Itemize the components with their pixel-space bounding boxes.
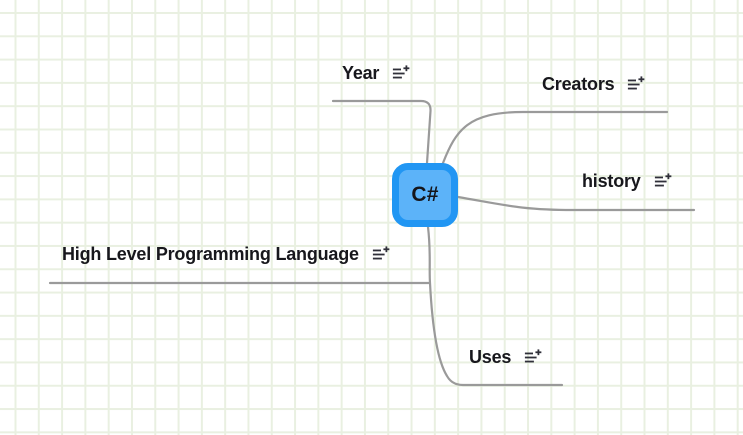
branch-label-high-level-programming-language[interactable]: High Level Programming Language bbox=[62, 244, 359, 264]
branch-creators: Creators bbox=[542, 74, 645, 95]
branch-history: history bbox=[582, 171, 672, 192]
branch-year: Year bbox=[342, 63, 410, 84]
branch-line-creators bbox=[441, 110, 669, 165]
branch-line-uses bbox=[426, 225, 564, 387]
branch-label-uses[interactable]: Uses bbox=[469, 347, 512, 367]
central-node-label: C# bbox=[411, 183, 439, 206]
add-detail-icon[interactable] bbox=[627, 76, 645, 93]
branch-uses: Uses bbox=[469, 347, 542, 368]
add-detail-icon[interactable] bbox=[654, 173, 672, 190]
branch-label-creators[interactable]: Creators bbox=[542, 74, 615, 94]
branch-high-level-programming-language: High Level Programming Language bbox=[62, 244, 390, 265]
branch-label-year[interactable]: Year bbox=[342, 63, 380, 83]
add-detail-icon[interactable] bbox=[524, 349, 542, 366]
branch-label-history[interactable]: history bbox=[582, 171, 641, 191]
add-detail-icon[interactable] bbox=[372, 246, 390, 263]
branch-line-history bbox=[456, 195, 696, 212]
branch-line-year bbox=[331, 99, 432, 165]
central-node-csharp[interactable]: C# bbox=[392, 163, 458, 227]
add-detail-icon[interactable] bbox=[392, 65, 410, 82]
